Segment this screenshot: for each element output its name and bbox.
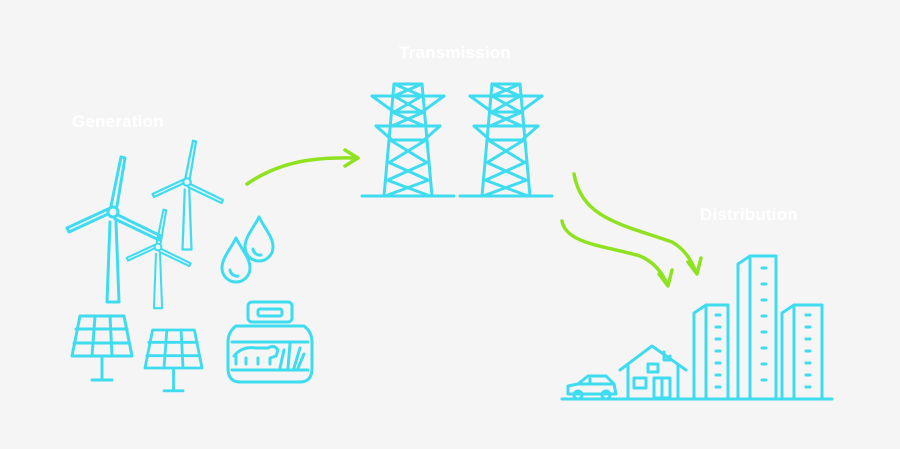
biogas-tank-icon xyxy=(226,300,314,384)
arrow-transmission-to-distribution xyxy=(572,172,703,276)
distribution-label: Distribution xyxy=(700,205,798,224)
solar-panel-icon xyxy=(143,328,204,393)
wind-turbine-icon xyxy=(65,155,163,304)
apartment-building-icon xyxy=(692,303,730,401)
arrow-generation-to-transmission xyxy=(245,148,360,186)
water-drop-icon xyxy=(243,215,275,263)
apartment-building-icon xyxy=(736,254,778,401)
transmission-label: Transmission xyxy=(399,43,511,62)
generation-label: Generation xyxy=(72,112,164,131)
transmission-tower-icon xyxy=(458,82,554,198)
solar-panel-icon xyxy=(70,314,134,382)
apartment-building-icon xyxy=(780,303,824,401)
arrow-transmission-to-distribution xyxy=(560,219,674,288)
car-icon xyxy=(566,374,618,401)
transmission-tower-icon xyxy=(360,82,456,198)
house-icon xyxy=(618,344,688,400)
